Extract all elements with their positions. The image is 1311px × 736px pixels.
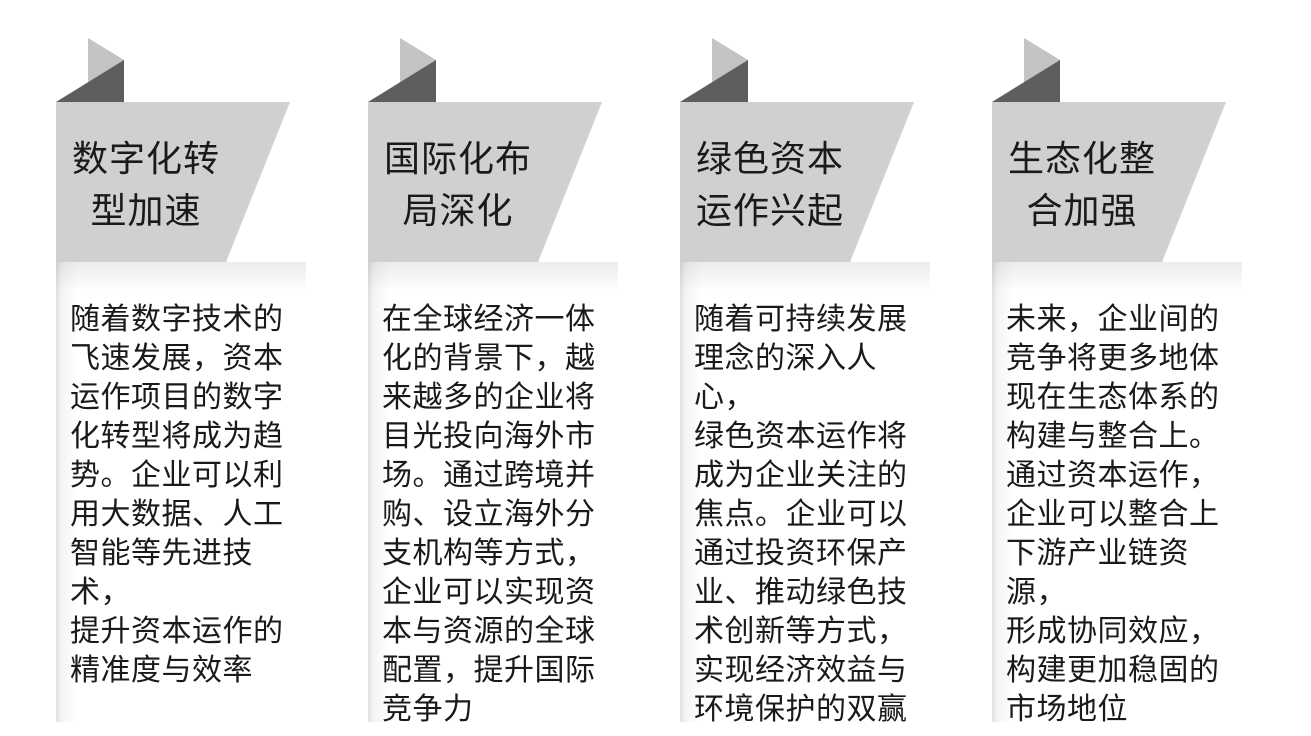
trend-card: 国际化布 局深化在全球经济一体 化的背景下，越 来越多的企业将 目光投向海外市 … xyxy=(312,0,618,736)
trend-card: 生态化整 合加强未来，企业间的 竞争将更多地体 现在生态体系的 构建与整合上。 … xyxy=(936,0,1242,736)
card-title: 生态化整 合加强 xyxy=(1007,139,1156,232)
folded-ribbon-header xyxy=(680,38,914,262)
card-description: 未来，企业间的 竞争将更多地体 现在生态体系的 构建与整合上。 通过资本运作， … xyxy=(1006,302,1220,727)
card-title: 数字化转 型加速 xyxy=(71,139,220,232)
ribbon-label-panel xyxy=(992,102,1226,262)
folded-ribbon-header xyxy=(56,38,290,262)
card-description: 随着可持续发展 理念的深入人心， 绿色资本运作将 成为企业关注的 焦点。企业可以… xyxy=(694,302,908,727)
ribbon-label-panel xyxy=(368,102,602,262)
card-body-shadow xyxy=(992,262,1242,722)
card-title: 国际化布 局深化 xyxy=(383,139,532,232)
card-body-shadow xyxy=(680,262,930,722)
ribbon-label-panel xyxy=(56,102,290,262)
ribbon-fold-dark xyxy=(368,60,436,102)
ribbon-fold-dark xyxy=(680,60,748,102)
card-title: 绿色资本 运作兴起 xyxy=(695,139,844,232)
card-description: 在全球经济一体 化的背景下，越 来越多的企业将 目光投向海外市 场。通过跨境并 … xyxy=(382,302,596,727)
folded-ribbon-header xyxy=(992,38,1226,262)
ribbon-label-panel xyxy=(680,102,914,262)
trend-card: 绿色资本 运作兴起随着可持续发展 理念的深入人心， 绿色资本运作将 成为企业关注… xyxy=(624,0,930,736)
ribbon-fold-dark xyxy=(992,60,1060,102)
card-description: 随着数字技术的 飞速发展，资本 运作项目的数字 化转型将成为趋 势。企业可以利 … xyxy=(70,302,284,688)
card-body-shadow xyxy=(368,262,618,722)
ribbon-fold-dark xyxy=(56,60,124,102)
trend-card: 数字化转 型加速随着数字技术的 飞速发展，资本 运作项目的数字 化转型将成为趋 … xyxy=(0,0,306,736)
folded-ribbon-header xyxy=(368,38,602,262)
card-body-shadow xyxy=(56,262,306,722)
